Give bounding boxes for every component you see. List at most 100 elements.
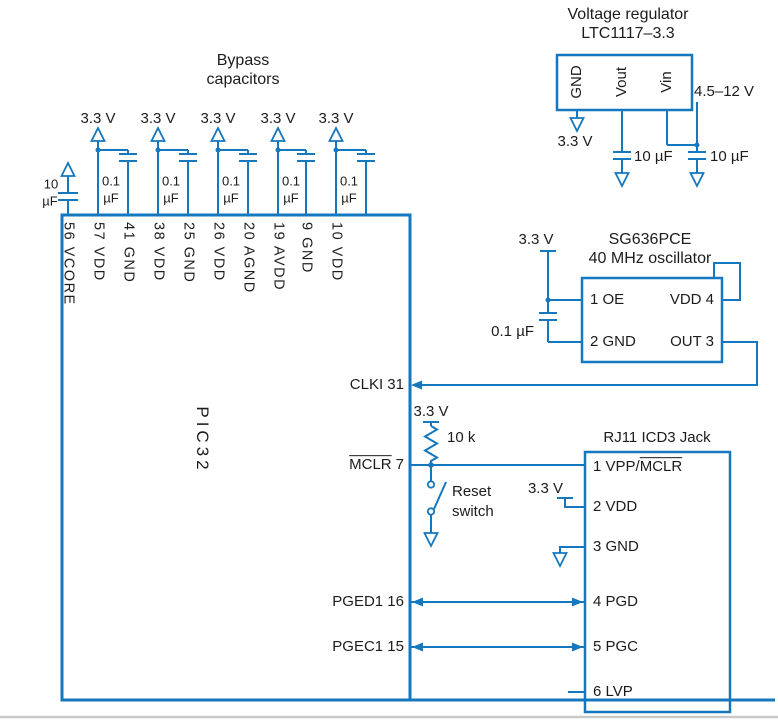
regulator-title: Voltage regulator LTC1117–3.3 <box>567 6 689 42</box>
supply-3v3-label: 3.3 V <box>318 110 354 128</box>
oscillator-title: SG636PCE 40 MHz oscillator <box>588 231 712 267</box>
resistor-10k <box>423 425 439 465</box>
ground-icon <box>689 172 705 189</box>
supply-3v3-label: 3.3 V <box>518 231 554 249</box>
pin-label-gnd25: 25 GND <box>180 222 197 284</box>
supply-arrow-icon <box>210 125 226 142</box>
supply-arrow-icon <box>270 125 286 142</box>
junction-dot <box>694 142 700 148</box>
supply-arrow-icon <box>90 125 106 142</box>
pin-label-gnd9: 9 GND <box>298 222 315 274</box>
supply-3v3-label: 3.3 V <box>140 110 176 128</box>
ground-icon <box>552 552 568 569</box>
ground-icon <box>423 532 439 549</box>
regulator-box <box>555 53 706 189</box>
cap-unit: µF <box>163 190 179 206</box>
junction-dot <box>333 147 339 153</box>
pin-label-vdd26: 26 VDD <box>210 222 227 282</box>
rj11-title: RJ11 ICD3 Jack <box>603 429 711 447</box>
ground-icon <box>614 172 630 189</box>
osc-pin-out: OUT 3 <box>670 333 714 351</box>
mclr-overlined: MCLR <box>349 456 392 474</box>
mclr-pin-number: 7 <box>395 456 404 474</box>
reg-pin-gnd: GND <box>568 65 586 99</box>
rj11-box <box>410 450 732 714</box>
vcore-capacitor <box>58 160 78 215</box>
rj11-pin1-label: 1 VPP/MCLR <box>593 458 682 476</box>
cap-value: 10 <box>43 176 59 192</box>
pin-label-gnd41: 41 GND <box>120 222 137 284</box>
osc-pin-oe: 1 OE <box>590 291 625 309</box>
supply-3v3-label: 3.3 V <box>413 403 449 421</box>
supply-arrow-icon <box>60 160 76 177</box>
pgc-arrowhead-icon <box>572 642 583 652</box>
switch-lever-icon <box>433 481 447 510</box>
vdd-supply-bar <box>557 497 585 508</box>
pin-label-pgec1: PGEC1 15 <box>332 638 404 656</box>
reset-switch-label: Reset <box>452 483 492 501</box>
supply-3v3-label: 3.3 V <box>527 480 563 498</box>
junction-dot <box>215 147 221 153</box>
pin-label-vdd10: 10 VDD <box>328 222 345 282</box>
cap-value-10uf: 10 µF <box>634 148 673 166</box>
pin-label-avdd19: 19 AVDD <box>270 222 287 292</box>
junction-dot <box>155 147 161 153</box>
junction-dot <box>95 147 101 153</box>
switch-contact-icon <box>426 507 436 516</box>
cap-value: 0.1 <box>161 173 181 189</box>
vin-range-label: 4.5–12 V <box>694 83 755 101</box>
cap-unit: µF <box>283 190 299 206</box>
cap-value: 0.1 <box>101 173 121 189</box>
reset-switch-label: switch <box>452 503 494 521</box>
cap-value-01uf: 0.1 µF <box>491 323 534 341</box>
cap-value: 0.1 <box>281 173 301 189</box>
pgd-arrowhead-icon <box>412 597 423 607</box>
junction-dot <box>545 297 551 303</box>
pgd-arrowhead-icon <box>572 597 583 607</box>
pic32-label: PIC32 <box>193 406 213 474</box>
osc-pin-vdd: VDD 4 <box>669 291 714 309</box>
cap-unit: µF <box>341 190 357 206</box>
cap-unit: µF <box>223 190 239 206</box>
pgc-arrowhead-icon <box>412 642 423 652</box>
pin-label-vdd38: 38 VDD <box>150 222 167 282</box>
cap-value-10uf: 10 µF <box>710 148 749 166</box>
bypass-capacitors <box>90 125 375 215</box>
pin-label-pged1: PGED1 16 <box>332 593 404 611</box>
rj11-pin2-label: 2 VDD <box>593 498 638 516</box>
reg-pin-vout: Vout <box>613 66 631 98</box>
supply-arrow-icon <box>328 125 344 142</box>
pin-label-vcore: 56 VCORE <box>60 222 77 306</box>
rj11-pin1-mclr-overlined: MCLR <box>639 458 683 476</box>
switch-contact-icon <box>426 480 436 489</box>
osc-pin-gnd: 2 GND <box>590 333 636 351</box>
ground-icon <box>569 117 585 134</box>
pin-label-vdd57: 57 VDD <box>90 222 107 282</box>
rj11-pin1-prefix: 1 VPP/ <box>593 458 640 476</box>
oscillator-box <box>411 250 758 390</box>
supply-arrow-icon <box>150 125 166 142</box>
bypass-title: Bypass capacitors <box>206 52 280 88</box>
supply-3v3-label: 3.3 V <box>80 110 116 128</box>
pin-label-clki: CLKI 31 <box>349 376 404 394</box>
supply-3v3-label: 3.3 V <box>200 110 236 128</box>
resistor-value-label: 10 k <box>447 429 476 447</box>
rj11-pin6-label: 6 LVP <box>593 683 633 701</box>
pin-label-agnd20: 20 AGND <box>240 222 257 294</box>
cap-value: 0.1 <box>339 173 359 189</box>
cap-unit: µF <box>103 190 119 206</box>
mclr-network <box>410 421 585 549</box>
junction-dot <box>275 147 281 153</box>
rj11-pin5-label: 5 PGC <box>593 638 639 656</box>
reg-pin-vin: Vin <box>658 71 676 93</box>
supply-3v3-label: 3.3 V <box>260 110 296 128</box>
cap-unit: µF <box>42 193 58 209</box>
supply-3v3-label: 3.3 V <box>557 133 593 151</box>
rj11-pin3-label: 3 GND <box>593 538 639 556</box>
rj11-pin4-label: 4 PGD <box>593 593 639 611</box>
cap-value: 0.1 <box>221 173 241 189</box>
clki-arrowhead-icon <box>411 380 422 390</box>
